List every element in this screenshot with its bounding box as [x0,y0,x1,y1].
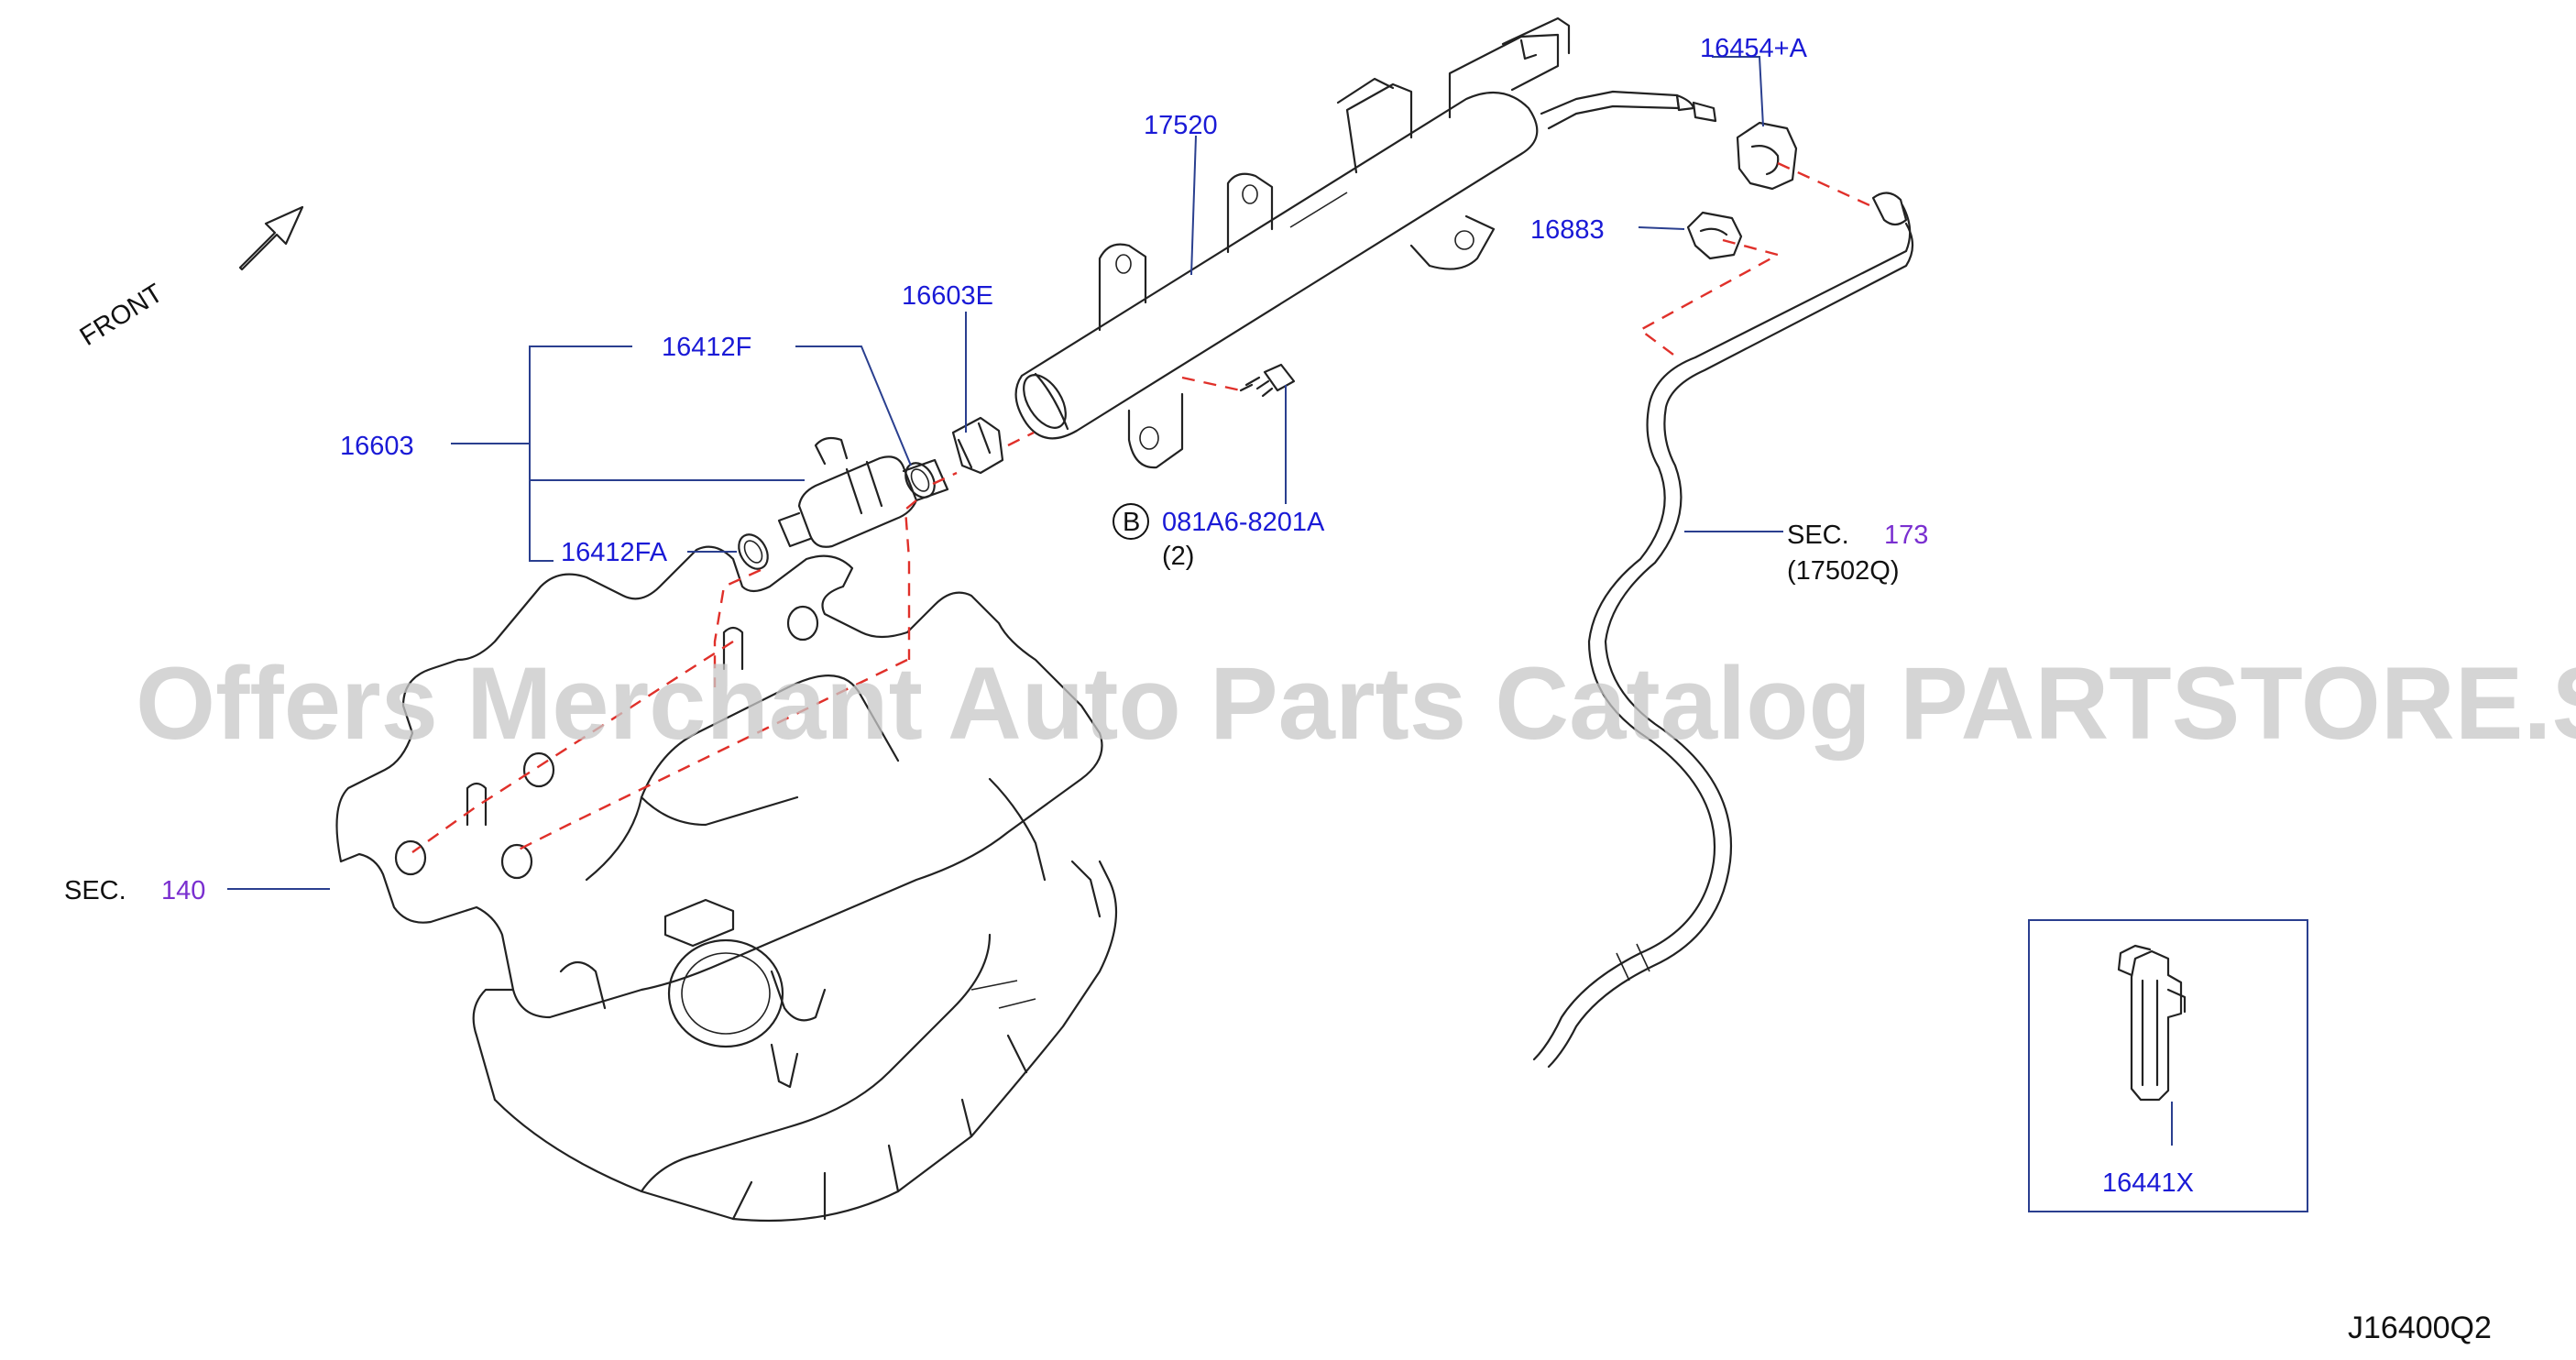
bolt-circle-letter: B [1123,508,1140,537]
o-ring-16412fa [738,533,769,570]
inset-box [2028,919,2308,1212]
label-sec-173-number: 173 [1884,521,1928,550]
label-sec-173-sub: (17502Q) [1787,556,1900,586]
bolt [1239,363,1296,398]
fuel-rail [1014,16,1717,469]
watermark: Offers Merchant Auto Parts Catalog PARTS… [136,646,2576,761]
clip-16603e [951,416,1004,475]
label-16603: 16603 [340,432,414,461]
label-16441x: 16441X [2102,1168,2194,1198]
label-16412fa: 16412FA [561,538,668,567]
o-ring-16412f [904,462,936,499]
label-sec-173-prefix: SEC. [1787,521,1849,550]
label-16454a: 16454+A [1700,34,1808,63]
leader-lines [227,56,2173,1146]
assembly-lines [411,161,1870,854]
injector [777,436,949,548]
label-16412f: 16412F [662,333,751,362]
label-bolt-qty: (2) [1162,542,1194,571]
clip-16454a [1736,121,1798,191]
front-arrow-icon [238,205,304,271]
diagram-code: J16400Q2 [2348,1311,2492,1345]
label-17520: 17520 [1144,111,1218,140]
label-sec-140-prefix: SEC. [64,876,126,905]
intake-manifold [335,545,1118,1223]
label-sec-140-number: 140 [161,876,205,905]
clip-16883 [1686,211,1743,260]
fuel-hose [1532,192,1914,1069]
label-16883: 16883 [1530,215,1605,245]
front-label: FRONT [75,279,169,352]
clip-16441x [2117,944,2187,1102]
bolt-circle-icon [1113,503,1149,540]
label-16603e: 16603E [902,281,993,311]
label-bolt-part: 081A6-8201A [1162,508,1325,537]
